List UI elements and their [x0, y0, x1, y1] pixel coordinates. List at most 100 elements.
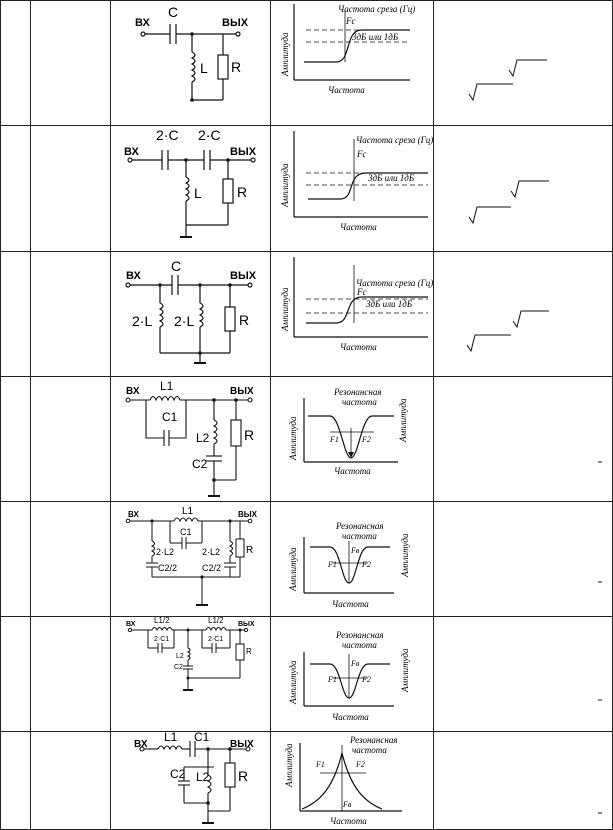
- component-l2: L2: [176, 653, 184, 660]
- resonant-label-1: Резонансная: [333, 387, 382, 397]
- frequency-axis-label: Частота: [334, 466, 371, 476]
- level-label: 3дБ или 1дБ: [351, 32, 399, 42]
- schematic-row-1: ВХ ВЫХ C L R: [135, 4, 249, 102]
- input-label: ВХ: [124, 146, 140, 158]
- cutoff-label: Частота среза (Гц): [338, 4, 415, 14]
- amplitude-axis-label: Амплитуда: [288, 416, 298, 461]
- component-c: C: [171, 258, 181, 274]
- component-l2b: 2·L2: [202, 547, 220, 557]
- amplitude-axis-label-right: Амплитуда: [400, 648, 410, 693]
- amplitude-axis-label: Амплитуда: [280, 32, 290, 77]
- response-row-7: Резонансная частота F1 F2 Fв Амплитуда Ч…: [284, 735, 402, 826]
- cutoff-label: Частота среза (Гц): [356, 278, 433, 288]
- response-row-1: Частота среза (Гц) Fc 3дБ или 1дБ Амплит…: [280, 4, 415, 95]
- resonant-label-1: Резонансная: [349, 735, 398, 745]
- frequency-axis-label: Частота: [332, 599, 369, 609]
- schematic-row-6: ВХ ВЫХ L1/2 L1/2 2·C1 2·C1 L2 C2 R: [126, 616, 255, 691]
- f2-label: F2: [361, 560, 371, 569]
- response-row-5: Резонансная частота Fв F1 F2 Амплитуда А…: [288, 521, 410, 609]
- resonant-label-2: частота: [352, 745, 387, 755]
- component-l-a: 2·L: [132, 313, 152, 329]
- response-row-3: Частота среза (Гц) Fc 3дБ или 1дБ Амплит…: [280, 257, 433, 352]
- component-l1: L1: [182, 506, 194, 517]
- component-l1: L1: [164, 730, 178, 744]
- component-l: L: [200, 60, 208, 76]
- component-l2: L2: [196, 770, 210, 784]
- component-r: R: [246, 647, 252, 656]
- formula-row-6: [598, 699, 602, 701]
- component-l2a: 2·L2: [156, 547, 174, 557]
- component-r: R: [231, 59, 241, 75]
- schematic-row-7: ВХ ВЫХ L1 C1 C2 L2 R: [134, 730, 254, 824]
- schematic-row-4: ВХ ВЫХ L1 C1 L2 C2 R: [125, 379, 254, 497]
- amplitude-axis-label-right: Амплитуда: [400, 533, 410, 578]
- fc-label: Fc: [345, 16, 356, 26]
- component-c1a: 2·C1: [154, 636, 169, 643]
- resonant-label-2: частота: [342, 397, 377, 407]
- component-r: R: [237, 184, 247, 200]
- f2-label: F2: [361, 675, 371, 684]
- fr-label: Fв: [350, 546, 360, 555]
- component-r: R: [239, 312, 249, 328]
- component-c2: C2: [170, 767, 186, 781]
- component-c2: C2: [174, 664, 183, 671]
- resonant-label-1: Резонансная: [335, 630, 384, 640]
- resonant-label-2: частота: [342, 531, 377, 541]
- fr-label: Fв: [342, 800, 352, 809]
- f1-label: F1: [327, 560, 337, 569]
- amplitude-axis-label: Амплитуда: [280, 287, 290, 332]
- component-l1: L1: [160, 379, 174, 393]
- output-label: ВЫХ: [230, 386, 254, 397]
- schematic-row-5: ВХ ВЫХ L1 C1 2·L2 2·L2 C2/2 C2/2 R: [125, 506, 258, 606]
- level-label: 3дБ или 1дБ: [365, 299, 413, 309]
- schematic-row-3: ВХ ВЫХ C 2·L 2·L R: [125, 258, 257, 364]
- output-label: ВЫХ: [230, 739, 254, 750]
- output-label: ВЫХ: [230, 270, 257, 282]
- resonant-label-2: частота: [342, 640, 377, 650]
- component-r: R: [244, 427, 254, 443]
- component-l2: L2: [196, 431, 210, 445]
- formula-row-7: [598, 812, 602, 814]
- component-l1b: L1/2: [208, 616, 224, 625]
- component-c1: C1: [180, 527, 192, 537]
- component-c1: C1: [194, 730, 210, 744]
- amplitude-axis-label: Амплитуда: [284, 743, 294, 788]
- output-label: ВЫХ: [238, 621, 255, 628]
- frequency-axis-label: Частота: [328, 85, 365, 95]
- input-label: ВХ: [126, 270, 142, 282]
- level-label: 3дБ или 1дБ: [367, 173, 415, 183]
- formula-row-3: [466, 310, 549, 353]
- output-label: ВЫХ: [230, 146, 257, 158]
- fc-label: Fc: [356, 149, 367, 159]
- component-c-a: 2·C: [156, 127, 179, 143]
- component-l-b: 2·L: [174, 313, 194, 329]
- fc-label: Fc: [356, 287, 367, 297]
- resonant-label-1: Резонансная: [335, 521, 384, 531]
- amplitude-axis-label: Амплитуда: [288, 547, 298, 592]
- component-c2b: C2/2: [202, 563, 221, 573]
- response-row-6: Резонансная частота Fв F1 F2 Амплитуда А…: [288, 630, 410, 722]
- formula-row-5: [598, 581, 602, 583]
- input-label: ВХ: [128, 510, 139, 519]
- component-c2a: C2/2: [158, 563, 177, 573]
- formula-row-1: [468, 59, 547, 102]
- f1-label: F1: [327, 675, 337, 684]
- f1-label: F1: [315, 760, 325, 769]
- component-l1a: L1/2: [154, 616, 170, 625]
- amplitude-axis-label: Амплитуда: [280, 163, 290, 208]
- component-c-b: 2·C: [198, 127, 221, 143]
- component-c1b: 2·C1: [208, 636, 223, 643]
- output-label: ВЫХ: [238, 510, 258, 519]
- output-label: ВЫХ: [222, 17, 249, 29]
- amplitude-axis-label-right: Амплитуда: [398, 398, 408, 443]
- frequency-axis-label: Частота: [332, 712, 369, 722]
- f2-label: F2: [361, 435, 371, 444]
- frequency-axis-label: Частота: [330, 816, 367, 826]
- input-label: ВХ: [126, 386, 140, 397]
- fr-label: Fв: [350, 659, 360, 668]
- component-c: C: [168, 4, 178, 20]
- schematic-row-2: ВХ ВЫХ 2·C 2·C L R: [124, 127, 257, 238]
- input-label: ВХ: [135, 17, 151, 29]
- response-row-4: Резонансная частота F1 F2 Амплитуда Ампл…: [288, 387, 408, 476]
- f1-label: F1: [329, 435, 339, 444]
